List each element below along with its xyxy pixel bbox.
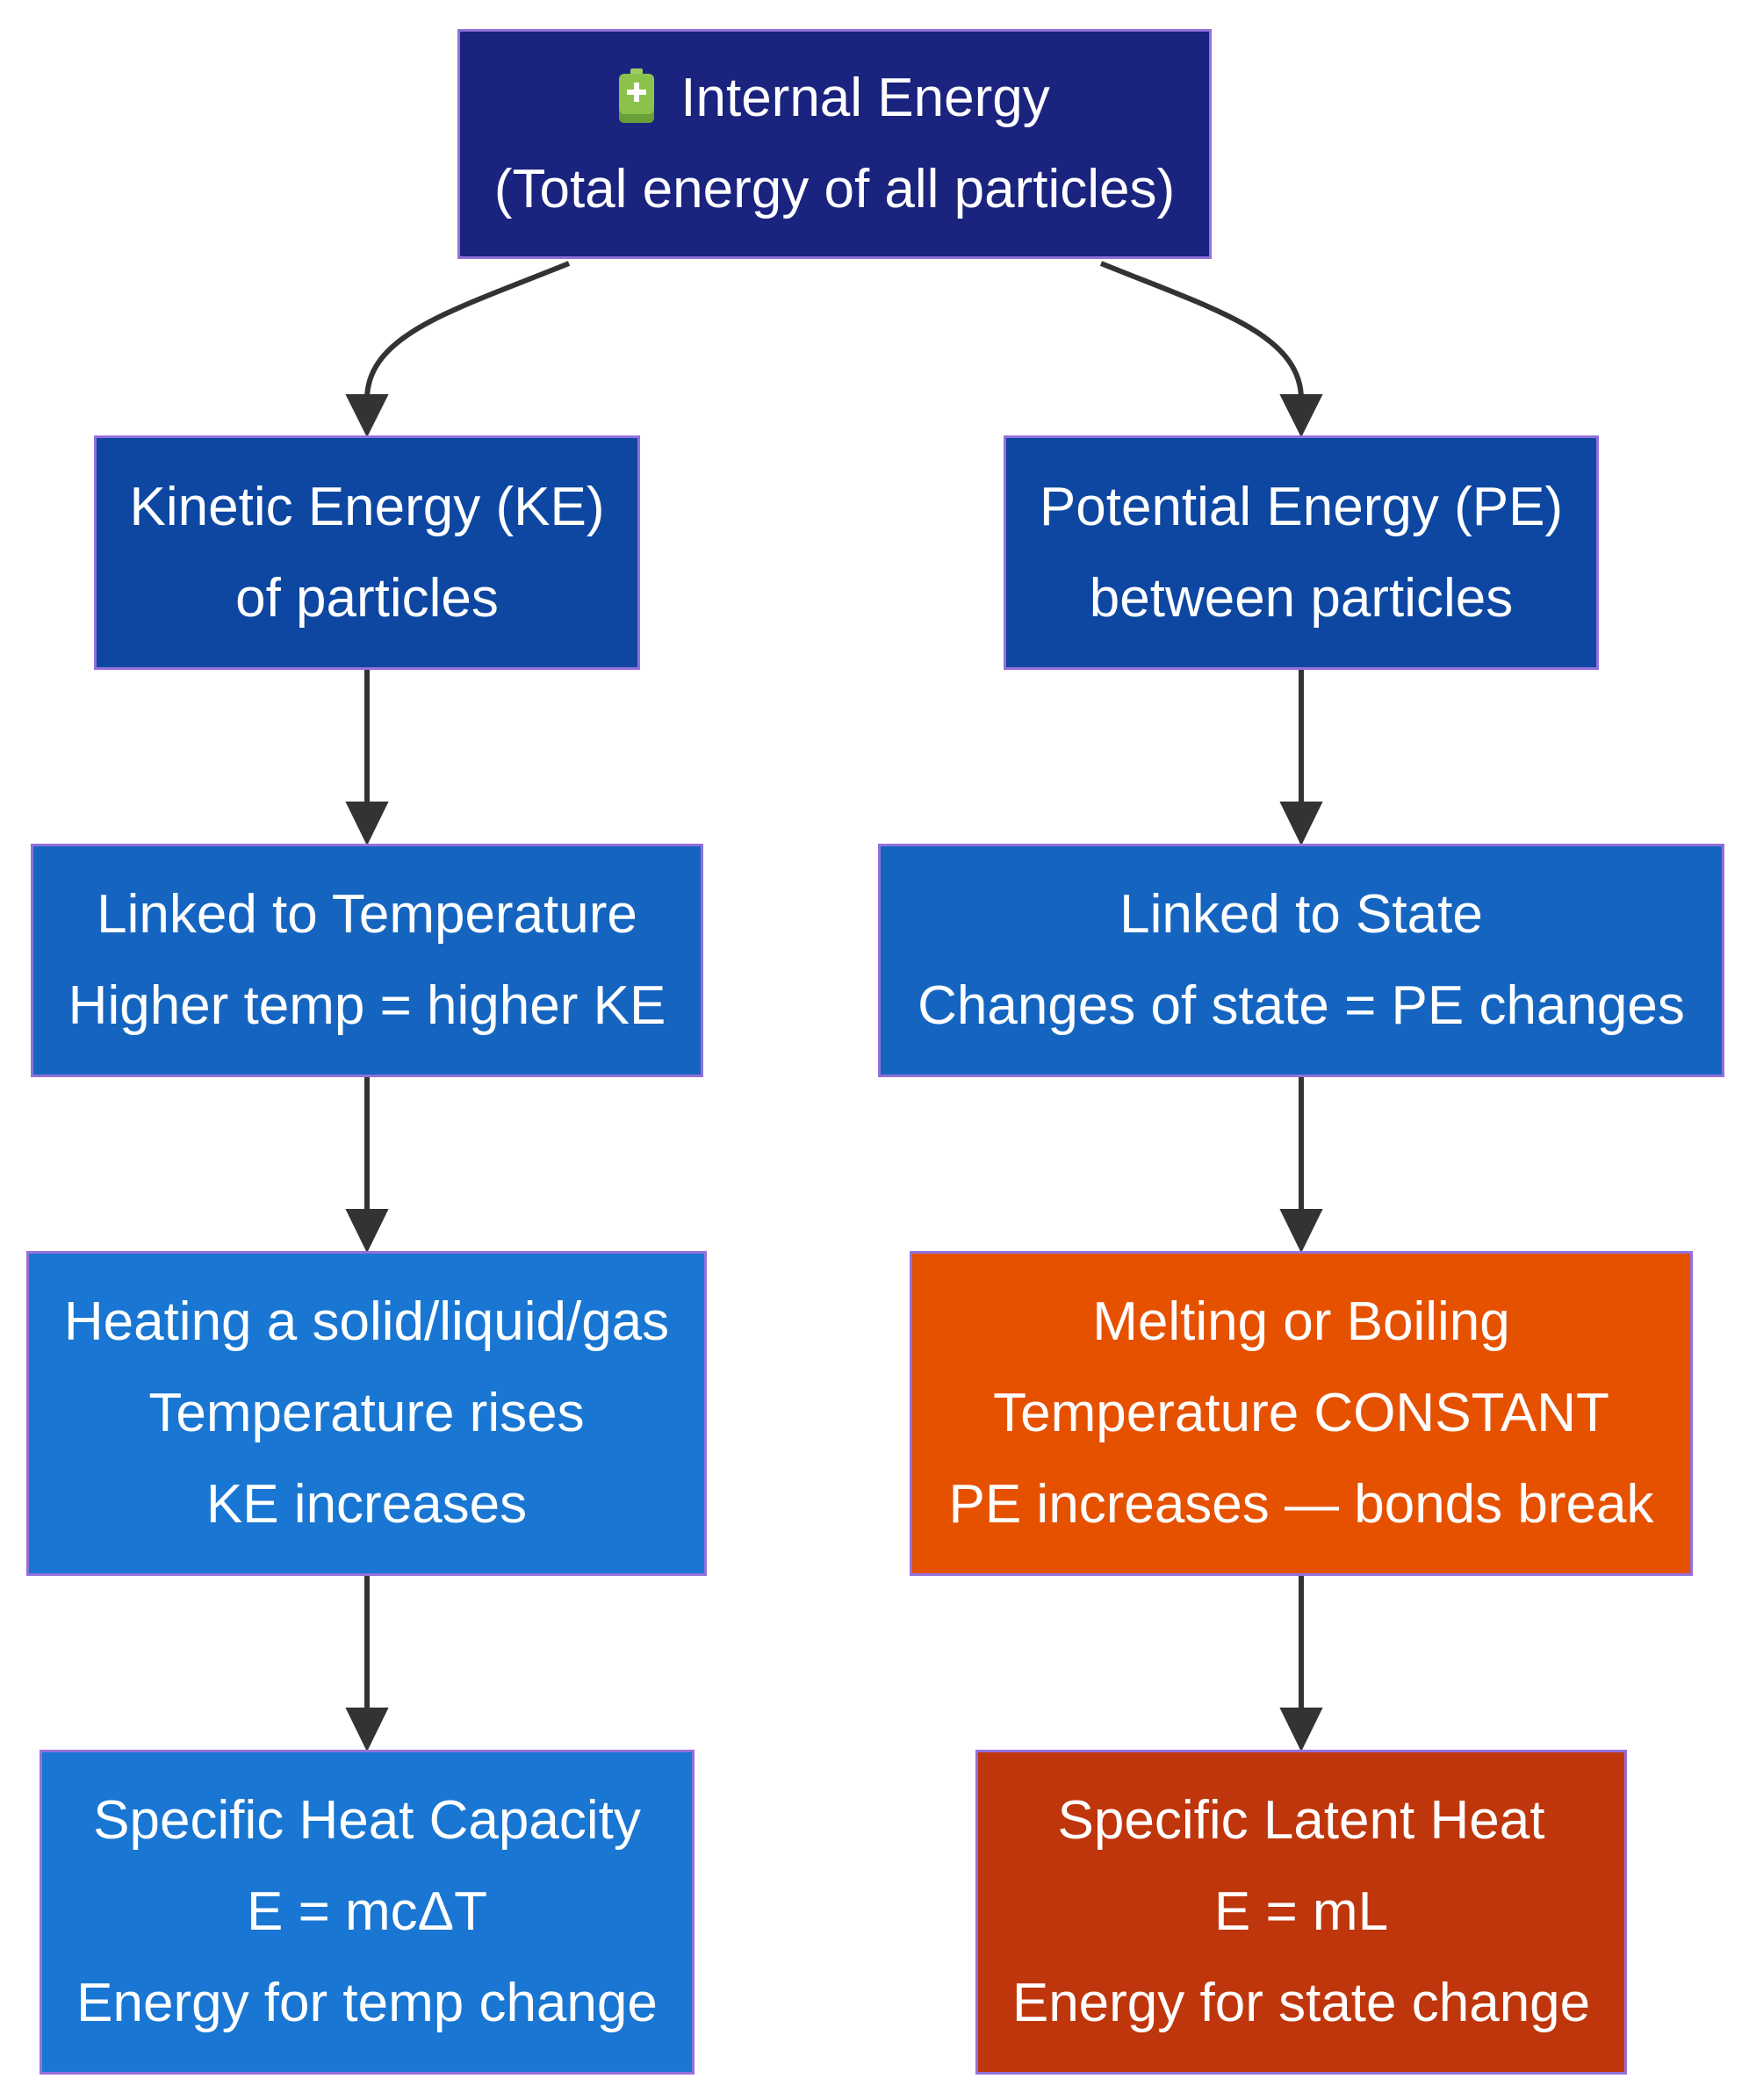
node-latent-heat-line1: Specific Latent Heat bbox=[1057, 1790, 1545, 1851]
node-internal-energy-title: Internal Energy bbox=[680, 68, 1050, 128]
node-potential-energy-line1: Potential Energy (PE) bbox=[1039, 476, 1564, 537]
node-linked-temperature-line1: Linked to Temperature bbox=[97, 884, 637, 945]
arrowhead-state-to-melting bbox=[1279, 1209, 1323, 1254]
node-heating: Heating a solid/liquid/gas Temperature r… bbox=[26, 1251, 707, 1576]
node-melting-boiling: Melting or Boiling Temperature CONSTANT … bbox=[910, 1251, 1693, 1576]
node-internal-energy-subtitle: (Total energy of all particles) bbox=[493, 159, 1176, 219]
node-heating-line3: KE increases bbox=[205, 1474, 528, 1535]
edge-internal-to-kinetic bbox=[364, 261, 571, 400]
node-latent-heat-line3: Energy for state change bbox=[1011, 1973, 1591, 2033]
node-melting-boiling-line2: Temperature CONSTANT bbox=[993, 1383, 1609, 1443]
node-linked-temperature-line2: Higher temp = higher KE bbox=[68, 975, 666, 1036]
node-internal-energy-title-line: Internal Energy bbox=[619, 53, 1050, 144]
node-linked-temperature: Linked to Temperature Higher temp = high… bbox=[31, 844, 703, 1077]
node-specific-heat-line3: Energy for temp change bbox=[76, 1973, 658, 2033]
arrowhead-heating-to-specific-heat bbox=[345, 1708, 389, 1752]
arrowhead-melting-to-latent-heat bbox=[1279, 1708, 1323, 1752]
node-kinetic-energy: Kinetic Energy (KE) of particles bbox=[94, 435, 640, 670]
arrowhead-internal-to-potential bbox=[1279, 394, 1323, 438]
node-heating-line1: Heating a solid/liquid/gas bbox=[63, 1291, 670, 1352]
node-linked-state-line1: Linked to State bbox=[1119, 884, 1483, 945]
node-latent-heat: Specific Latent Heat E = mL Energy for s… bbox=[975, 1750, 1627, 2075]
node-linked-state: Linked to State Changes of state = PE ch… bbox=[878, 844, 1724, 1077]
node-heating-line2: Temperature rises bbox=[148, 1383, 585, 1443]
node-kinetic-energy-line2: of particles bbox=[235, 567, 499, 629]
node-melting-boiling-line3: PE increases — bonds break bbox=[948, 1474, 1654, 1535]
arrowhead-potential-to-state bbox=[1279, 802, 1323, 846]
node-latent-heat-line2: E = mL bbox=[1213, 1881, 1389, 1942]
node-kinetic-energy-line1: Kinetic Energy (KE) bbox=[129, 476, 605, 537]
node-potential-energy-line2: between particles bbox=[1089, 567, 1514, 629]
node-melting-boiling-line1: Melting or Boiling bbox=[1092, 1291, 1510, 1352]
node-potential-energy: Potential Energy (PE) between particles bbox=[1004, 435, 1599, 670]
node-specific-heat: Specific Heat Capacity E = mcΔT Energy f… bbox=[40, 1750, 695, 2075]
node-linked-state-line2: Changes of state = PE changes bbox=[918, 975, 1685, 1036]
edge-internal-to-potential bbox=[1099, 261, 1304, 400]
arrowhead-temperature-to-heating bbox=[345, 1209, 389, 1254]
node-specific-heat-line1: Specific Heat Capacity bbox=[93, 1790, 641, 1851]
battery-icon bbox=[619, 68, 655, 123]
node-internal-energy: Internal Energy (Total energy of all par… bbox=[457, 29, 1212, 259]
node-specific-heat-line2: E = mcΔT bbox=[247, 1881, 487, 1942]
arrowhead-kinetic-to-temperature bbox=[345, 802, 389, 846]
arrowhead-internal-to-kinetic bbox=[345, 394, 389, 438]
